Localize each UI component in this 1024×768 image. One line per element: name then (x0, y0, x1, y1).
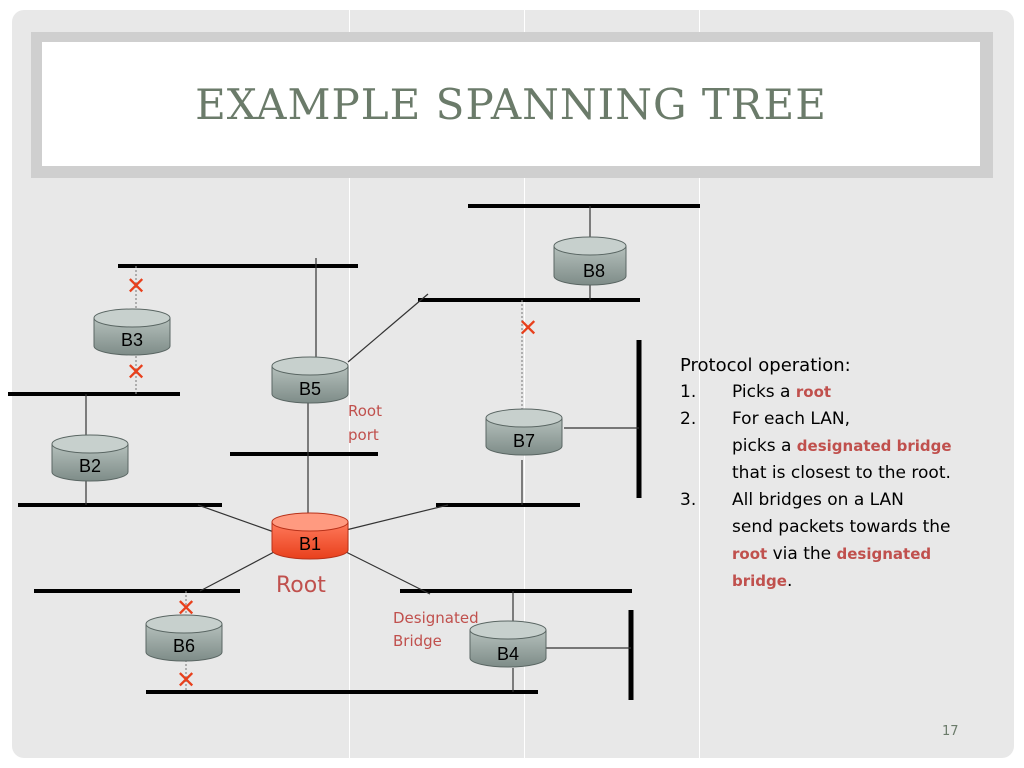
blocked-links (135, 266, 523, 692)
step-number: 3. (680, 490, 697, 510)
bridge-b3: B3 (93, 308, 171, 356)
lan-segments-vertical (628, 340, 642, 700)
bridge-b1-root: B1 (271, 512, 349, 560)
step-text: via the (767, 544, 837, 564)
highlight-root: root (795, 383, 832, 401)
step-text: . (786, 571, 793, 591)
protocol-description: Protocol operation: 1. Picks a root 2. F… (680, 352, 1020, 595)
bridge-b3-label: B3 (121, 330, 143, 350)
lan-segments (8, 204, 700, 694)
protocol-step-1: 1. Picks a root (680, 379, 1020, 406)
link (199, 551, 275, 592)
background-stripe (524, 10, 525, 758)
bridge-b2: B2 (51, 434, 129, 482)
step-text: For each LAN, (732, 409, 850, 429)
bridge-b5: B5 (271, 356, 349, 404)
slide-title: EXAMPLE SPANNING TREE (195, 79, 827, 129)
designated-bridge-label-line1: Designated (393, 609, 479, 627)
bridge-b6: B6 (145, 614, 223, 662)
bridge-b8-label: B8 (583, 261, 605, 281)
bridge-b2-label: B2 (79, 456, 101, 476)
step-text: Picks a (732, 382, 796, 402)
bridge-b4: B4 (469, 620, 547, 668)
link (347, 293, 429, 363)
step-text: send packets towards the (732, 517, 951, 537)
root-port-label-line2: port (348, 426, 379, 444)
background-stripe (349, 10, 350, 758)
background-stripe (699, 10, 700, 758)
blocked-port-icon: ✕ (126, 272, 146, 300)
step-number: 2. (680, 409, 697, 429)
highlight-designated: designated (836, 545, 932, 563)
blocked-port-icon: ✕ (176, 594, 196, 622)
blocked-port-icon: ✕ (176, 666, 196, 694)
root-port-label-line1: Root (348, 402, 382, 420)
step-number: 1. (680, 382, 697, 402)
highlight-designated-bridge: designated bridge (796, 437, 952, 455)
link (345, 504, 449, 531)
bridge-b8: B8 (553, 236, 627, 286)
highlight-bridge: bridge (732, 572, 787, 590)
protocol-step-2: 2. For each LAN, picks a designated brid… (680, 406, 1020, 487)
blocked-port-icon: ✕ (126, 358, 146, 386)
highlight-root: root (732, 545, 768, 563)
bridge-b1-label: B1 (299, 534, 321, 554)
designated-bridge-label-line2: Bridge (393, 632, 442, 650)
bridge-b7-label: B7 (513, 431, 535, 451)
step-text: picks a (732, 436, 797, 456)
step-text: All bridges on a LAN (732, 490, 904, 510)
link (345, 551, 431, 595)
root-label: Root (276, 573, 326, 598)
blocked-port-icon: ✕ (518, 314, 538, 342)
bridge-b5-label: B5 (299, 379, 321, 399)
page-number: 17 (942, 724, 959, 739)
bridge-b7: B7 (485, 408, 563, 456)
step-text: that is closest to the root. (732, 463, 951, 483)
bridge-b4-label: B4 (497, 644, 519, 664)
link (197, 504, 275, 533)
bridge-b6-label: B6 (173, 636, 195, 656)
protocol-step-3: 3. All bridges on a LAN send packets tow… (680, 487, 1020, 595)
protocol-heading: Protocol operation: (680, 355, 851, 376)
title-panel (42, 42, 980, 166)
